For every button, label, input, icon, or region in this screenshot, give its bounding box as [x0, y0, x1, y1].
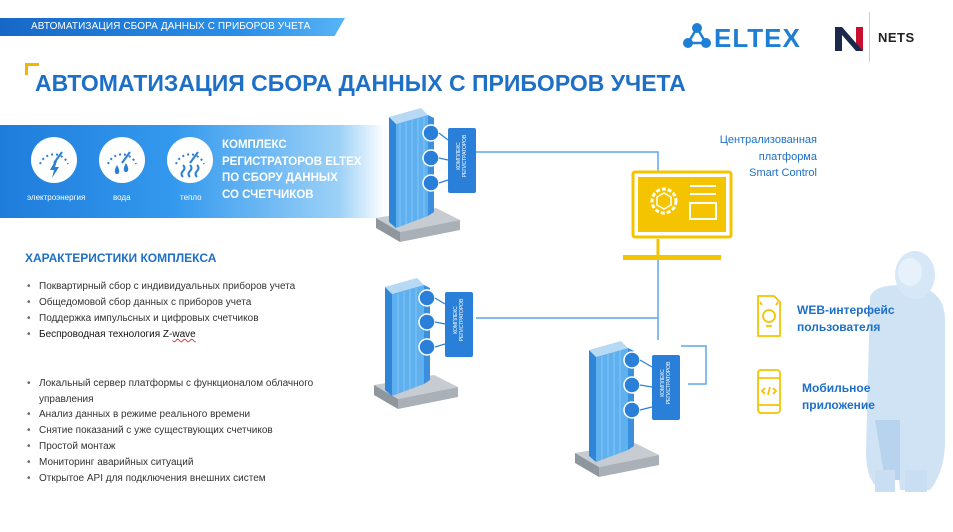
- badge-line-2: РЕГИСТРАТОРОВ: [459, 298, 465, 342]
- eltex-logo-text: ELTEX: [714, 23, 801, 53]
- list-item: Поквартирный сбор с индивидуальных прибо…: [25, 279, 295, 295]
- complex-line-2: РЕГИСТРАТОРОВ ELTEX: [222, 155, 362, 168]
- list-item: Анализ данных в режиме реального времени: [25, 407, 355, 423]
- web-label-line-2: пользователя: [797, 320, 881, 334]
- wireless-text: Беспроводная технология Z-: [39, 329, 173, 340]
- eltex-logo-icon: [683, 23, 711, 48]
- platform-line-3: Smart Control: [749, 167, 817, 179]
- complex-line-1: КОМПЛЕКС: [222, 139, 287, 151]
- web-interface-label: WEB-интерфейс пользователя: [797, 302, 895, 336]
- heat-meter-icon: [167, 137, 213, 183]
- list-item: Общедомовой сбор данных с приборов учета: [25, 295, 295, 311]
- characteristics-heading: ХАРАКТЕРИСТИКИ КОМПЛЕКСА: [25, 251, 217, 265]
- list-item: Открытое API для подключения внешних сис…: [25, 471, 355, 487]
- badge-line-2: РЕГИСТРАТОРОВ: [462, 134, 468, 178]
- platform-line-2: платформа: [758, 150, 817, 163]
- mobile-app-icon: [757, 369, 781, 414]
- registrator-boxes: [445, 128, 680, 420]
- registrator-links: [434, 132, 653, 411]
- nets-logo-icon: [835, 27, 863, 51]
- list-item: Поддержка импульсных и цифровых счетчико…: [25, 311, 295, 327]
- top-banner: АВТОМАТИЗАЦИЯ СБОРА ДАННЫХ С ПРИБОРОВ УЧ…: [0, 18, 345, 36]
- water-meter-icon: [99, 137, 145, 183]
- list-item: Снятие показаний с уже существующих счет…: [25, 423, 355, 439]
- nets-logo-text: NETS: [878, 30, 915, 45]
- building-meter-badges: [418, 124, 641, 419]
- badge-line-2: РЕГИСТРАТОРОВ: [666, 361, 672, 405]
- list-item: Локальный сервер платформы с функционало…: [25, 376, 355, 407]
- mobile-label-line-2: приложение: [802, 398, 875, 412]
- platform-monitor-icon: [623, 170, 733, 260]
- list-item: Беспроводная технология Z-wave: [25, 327, 295, 343]
- complex-line-3: ПО СБОРУ ДАННЫХ: [222, 172, 338, 184]
- meter-band: электроэнергия вода тепло: [0, 125, 385, 218]
- electricity-label: электроэнергия: [27, 193, 86, 202]
- person-figure: [866, 251, 945, 492]
- platform-line-1: Централизованная: [719, 134, 817, 146]
- web-interface-icon: [757, 295, 781, 337]
- building-3: [575, 341, 659, 477]
- building-1: [376, 108, 460, 242]
- complex-line-4: СО СЧЕТЧИКОВ: [222, 188, 314, 201]
- web-label-line-1: WEB-интерфейс: [797, 303, 895, 317]
- electricity-meter-icon: [31, 137, 77, 183]
- title-accent-corner: [25, 63, 39, 75]
- list-item: Мониторинг аварийных ситуаций: [25, 455, 355, 471]
- building-2: [374, 278, 458, 409]
- complex-description: КОМПЛЕКС РЕГИСТРАТОРОВ ELTEX ПО СБОРУ ДА…: [222, 137, 361, 203]
- connection-lines: [476, 151, 707, 385]
- water-label: вода: [113, 193, 131, 202]
- feature-list-1: Поквартирный сбор с индивидуальных прибо…: [25, 279, 295, 343]
- mobile-app-label: Мобильное приложение: [802, 380, 875, 414]
- logo-separator: [869, 12, 870, 62]
- mobile-label-line-1: Мобильное: [802, 381, 871, 395]
- list-item: Простой монтаж: [25, 439, 355, 455]
- page-title: АВТОМАТИЗАЦИЯ СБОРА ДАННЫХ С ПРИБОРОВ УЧ…: [35, 70, 686, 96]
- wireless-wave-text: wave: [172, 329, 196, 340]
- heat-label: тепло: [180, 193, 202, 202]
- banner-text: АВТОМАТИЗАЦИЯ СБОРА ДАННЫХ С ПРИБОРОВ УЧ…: [31, 21, 311, 32]
- feature-list-2: Локальный сервер платформы с функционало…: [25, 376, 355, 487]
- platform-label: Централизованная платформа Smart Control: [690, 132, 817, 182]
